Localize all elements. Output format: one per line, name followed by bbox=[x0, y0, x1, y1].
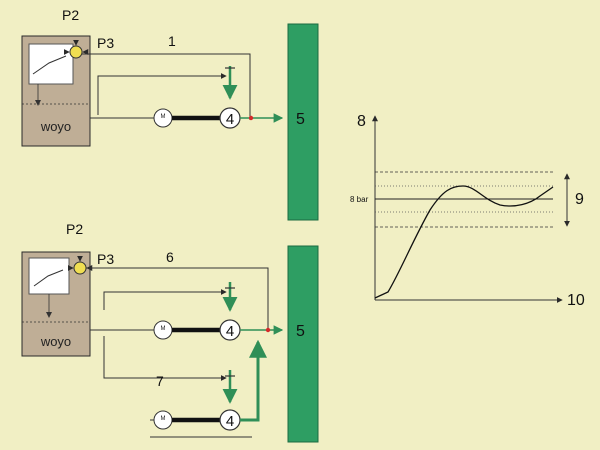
bottom-signal-line-7 bbox=[103, 336, 227, 381]
bottom-signal-line-6 bbox=[86, 267, 269, 330]
bottom-pressure-tap-joint bbox=[265, 327, 271, 333]
bottom-system: woyo P2 P3 6 M 4 7 M bbox=[21, 221, 319, 443]
pressure-graph: 8 10 8 bar 9 bbox=[350, 113, 585, 309]
bottom-lower-pump-number: 4 bbox=[226, 413, 234, 430]
bottom-controller-label: woyo bbox=[40, 334, 71, 349]
top-signal-line-1 bbox=[82, 53, 251, 120]
bottom-lower-discharge-pipe bbox=[240, 339, 267, 422]
top-pressure-sensor-icon bbox=[69, 45, 83, 59]
bottom-line-number-upper: 6 bbox=[166, 249, 174, 265]
bottom-controller-display bbox=[28, 257, 70, 295]
top-motor-label: M bbox=[161, 114, 166, 120]
top-tank bbox=[287, 23, 319, 221]
top-tank-number: 5 bbox=[296, 111, 305, 128]
bottom-tank-number: 5 bbox=[296, 323, 305, 340]
bottom-upper-valve-control-line bbox=[103, 289, 227, 310]
top-pump-number: 4 bbox=[226, 111, 234, 128]
top-line-number: 1 bbox=[168, 33, 176, 49]
top-pressure-tap-joint bbox=[248, 115, 254, 121]
graph-band-label: 9 bbox=[575, 191, 584, 208]
top-display-trend-line bbox=[32, 55, 67, 75]
bottom-display-trend-line bbox=[33, 269, 64, 287]
top-sensor-label: P2 bbox=[62, 7, 79, 23]
graph-x-axis-label: 10 bbox=[567, 292, 585, 309]
top-valve-control-line bbox=[97, 73, 227, 115]
top-controller-label: woyo bbox=[40, 119, 71, 134]
graph-setpoint-label: 8 bar bbox=[350, 195, 369, 204]
bottom-upper-motor-label: M bbox=[161, 326, 166, 332]
graph-response-curve bbox=[374, 185, 554, 299]
graph-y-axis-label: 8 bbox=[357, 113, 366, 130]
bottom-line-number-lower: 7 bbox=[156, 373, 164, 389]
bottom-pressure-sensor-icon bbox=[73, 261, 87, 275]
bottom-tank bbox=[287, 245, 319, 443]
bottom-setpoint-label: P3 bbox=[97, 251, 114, 267]
bottom-upper-pump-number: 4 bbox=[226, 323, 234, 340]
top-setpoint-label: P3 bbox=[97, 35, 114, 51]
top-controller-display bbox=[28, 43, 74, 85]
bottom-lower-motor-label: M bbox=[161, 416, 166, 422]
top-system: woyo P2 P3 1 M 4 5 bbox=[21, 7, 319, 221]
bottom-sensor-label: P2 bbox=[66, 221, 83, 237]
